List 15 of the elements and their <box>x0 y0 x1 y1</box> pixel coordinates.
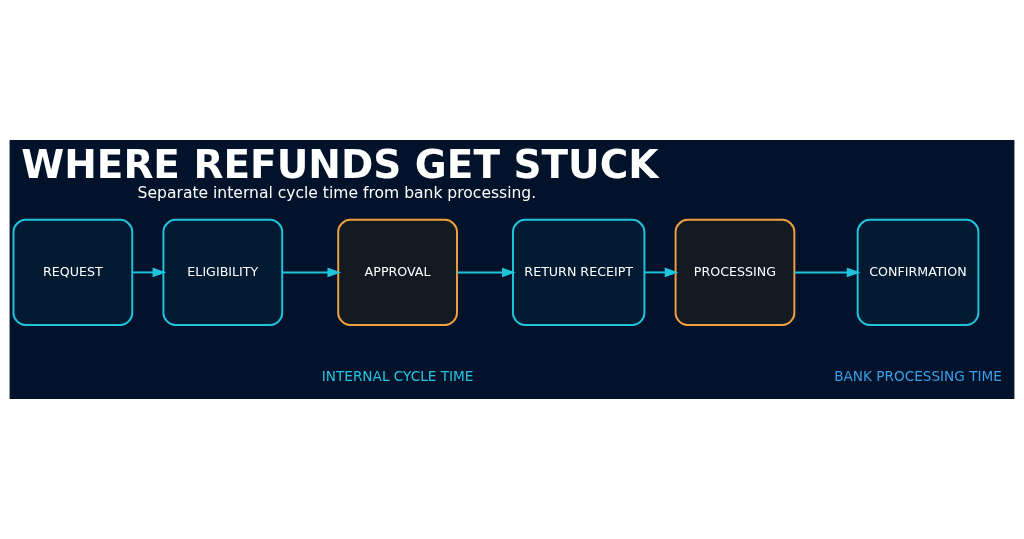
arrow <box>281 267 342 278</box>
caption: Separate internal cycle time from bank processing. <box>137 184 537 203</box>
node-box: RETURN RECEIPT <box>512 218 646 326</box>
label: INTERNAL CYCLE TIME <box>321 368 474 385</box>
node-box: ELIGIBILITY <box>162 218 284 326</box>
diagram-title: WHERE REFUNDS GET STUCK <box>21 141 659 187</box>
label: BANK PROCESSING TIME <box>834 368 1002 385</box>
arrow <box>456 267 516 278</box>
arrow <box>131 267 167 278</box>
node-box: APPROVAL <box>337 218 458 326</box>
arrow <box>793 267 861 278</box>
arrow <box>643 267 679 278</box>
node-box: PROCESSING <box>674 218 796 326</box>
node-box: CONFIRMATION <box>856 218 980 326</box>
node-box: REQUEST <box>12 218 134 326</box>
